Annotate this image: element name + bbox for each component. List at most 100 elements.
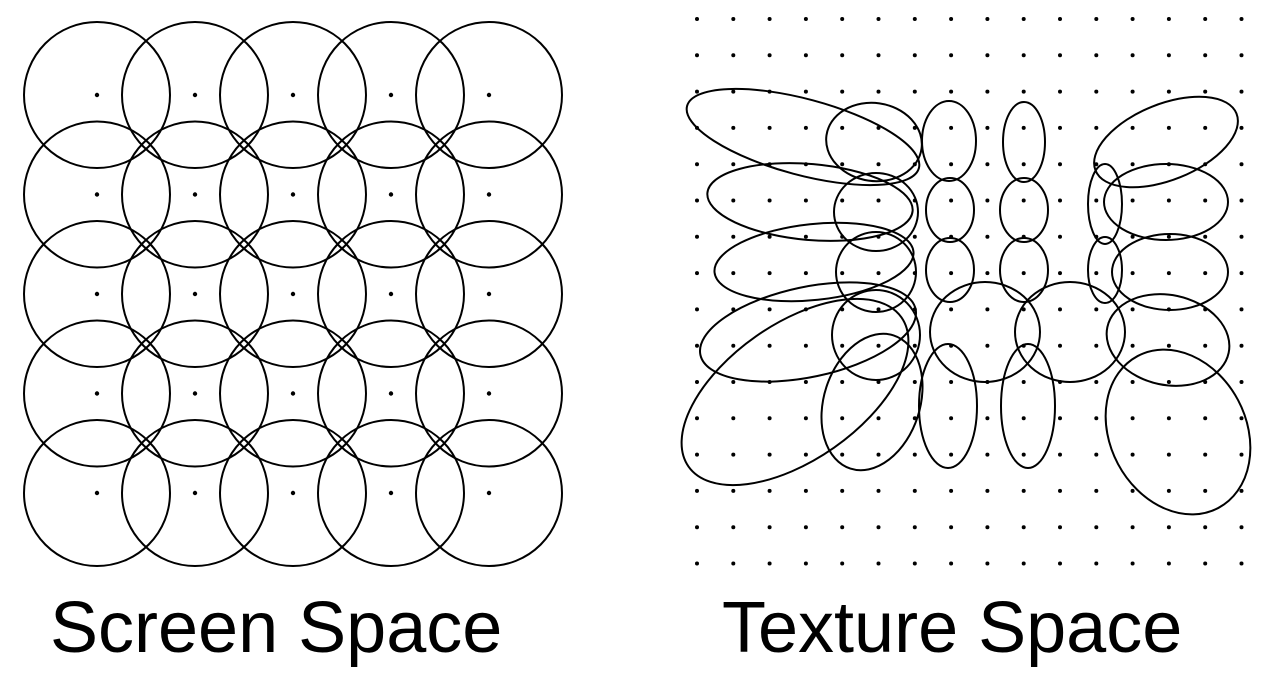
texture-footprint-ellipse [835,231,917,313]
texel-dot [949,380,954,384]
screen-pixel-dot [290,391,296,396]
texel-dot [1021,380,1026,384]
screen-footprint-circle [219,120,367,269]
texel-dot [1203,343,1208,348]
texel-dot [695,343,699,348]
texel-dot [695,307,699,312]
texel-dot [912,17,917,21]
texel-dot [985,416,990,421]
texel-dot [1094,271,1099,276]
texel-dot [1058,53,1062,58]
texel-dot [1203,452,1208,457]
texel-dot [1130,488,1135,493]
screen-footprint-circle [317,120,465,269]
texel-dot [695,416,699,421]
texel-dot [1166,343,1171,348]
texel-dot [731,452,736,457]
texel-dot [1094,525,1099,530]
texel-dot [985,198,990,203]
texel-dot [840,416,845,421]
texel-dot [912,488,917,493]
texel-dot [1094,162,1099,167]
texel-dot [949,488,954,493]
texture-footprint-ellipse [1105,293,1231,387]
texel-dot [1058,271,1062,276]
texture-footprint-ellipse [999,237,1049,303]
texel-dot [840,17,845,21]
texel-dot [695,488,699,493]
screen-footprint-circle [317,319,465,468]
screen-footprint-circle [121,220,269,368]
texel-dot [1021,198,1026,203]
texel-dot [840,89,845,94]
texture-footprint-ellipse [685,87,921,187]
texel-dot [1021,125,1026,130]
texel-dot [731,380,736,384]
screen-pixel-dot [486,490,492,496]
texel-dot [876,307,881,312]
texel-dot [949,89,954,94]
texel-dot [876,380,881,384]
texel-dot [985,271,990,276]
screen-footprint-circle [23,419,171,567]
texel-dot [767,53,772,58]
texel-dot [876,343,881,348]
texel-dot [1058,198,1062,203]
texel-dot [876,125,881,130]
texel-dot [912,452,917,457]
texel-dot [1021,307,1026,312]
texel-dot [1203,416,1208,421]
screen-pixel-dot [486,291,492,297]
texel-dot [840,380,845,384]
screen-footprint-circle [317,419,465,567]
texel-dot [767,488,772,493]
screen-footprint-circle [219,319,367,468]
texture-footprint-ellipse [833,172,919,252]
texel-dot [803,89,808,94]
screen-pixel-dot [192,92,198,98]
texel-dot [1094,17,1099,21]
texel-dot [695,452,699,457]
texel-dot [912,380,917,384]
screen-footprint-circle [317,220,465,368]
texel-dot [1094,53,1099,58]
texture-footprint-ellipse [713,221,915,303]
texel-dot [985,343,990,348]
texel-dot [731,271,736,276]
texel-dot [949,198,954,203]
texel-dot [1021,452,1026,457]
screen-footprint-circle [121,21,269,169]
texel-dot [767,343,772,348]
screen-footprint-circle [23,319,171,468]
screen-pixel-dot [94,490,100,496]
texel-dot [1239,452,1244,457]
texel-dot [985,452,990,457]
texel-dot [1203,89,1208,94]
texture-footprint-ellipse [1111,233,1229,311]
texture-footprint-ellipse [1103,163,1229,241]
texel-dot [1094,380,1099,384]
texel-dot [840,488,845,493]
texel-dot [985,488,990,493]
texel-dot [876,488,881,493]
texel-dot [1203,17,1208,21]
texel-dot [1239,525,1244,530]
texel-dot [767,125,772,130]
texel-dot [1203,525,1208,530]
texture-footprint-ellipse [680,297,910,487]
screen-pixel-dot [192,391,198,396]
texel-dot [1130,525,1135,530]
texel-dot [767,525,772,530]
texel-dot [731,162,736,167]
texel-dot [949,162,954,167]
texel-dot [1166,561,1171,566]
texel-dot [876,198,881,203]
texel-dot [912,343,917,348]
texture-footprint-ellipse [1000,343,1056,469]
texel-dot [985,162,990,167]
screen-pixel-dot [388,391,394,396]
screen-pixel-dot [94,391,100,396]
texel-dot [767,416,772,421]
texel-dot [803,53,808,58]
